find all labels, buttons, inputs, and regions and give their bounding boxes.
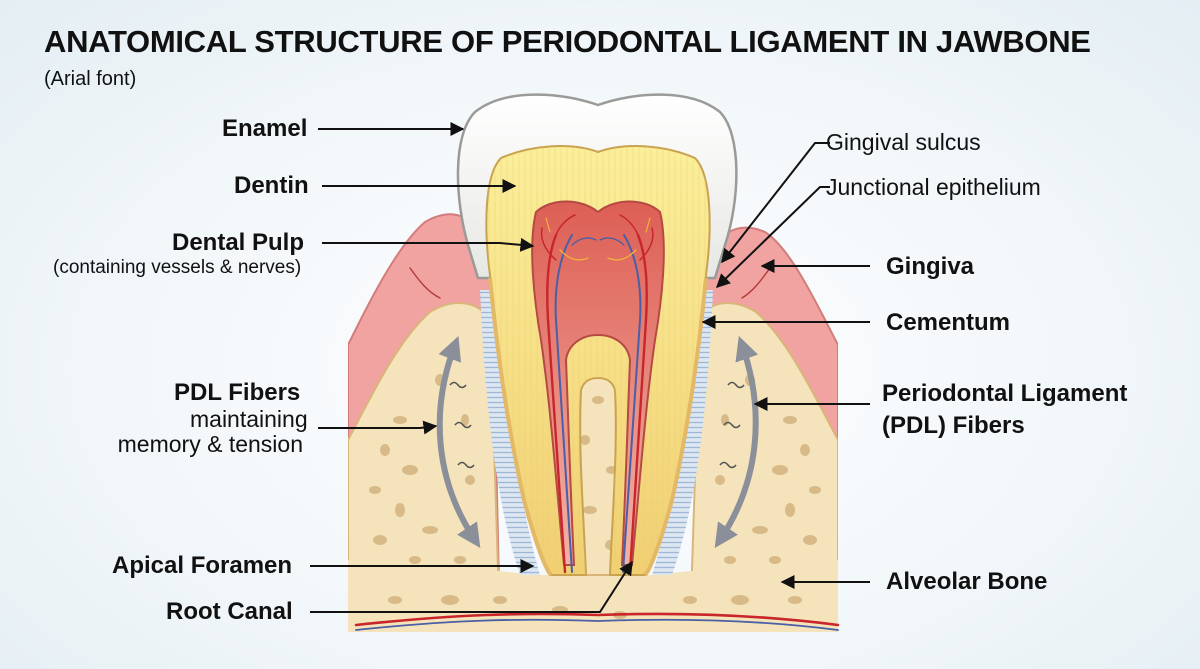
leader-junctional-epithelium: [715, 186, 830, 288]
label-enamel: Enamel: [222, 115, 308, 142]
label-pdl-right-2: (PDL) Fibers: [882, 412, 1025, 439]
leader-dental-pulp: [322, 237, 535, 252]
label-cementum: Cementum: [886, 309, 1011, 336]
label-pdl-fibers-note-2: memory & tension: [117, 431, 303, 457]
label-gingival-sulcus: Gingival sulcus: [826, 129, 981, 155]
tension-arrows: [436, 335, 759, 548]
label-gingiva: Gingiva: [886, 253, 975, 280]
leader-pdl-fibers: [318, 420, 438, 435]
label-pdl-fibers-note-1: maintaining: [190, 406, 308, 432]
fiber-squiggles: [449, 381, 745, 469]
label-alveolar-bone: Alveolar Bone: [886, 568, 1048, 595]
leader-root-canal: [310, 560, 633, 613]
label-junctional-epithelium: Junctional epithelium: [826, 174, 1041, 200]
label-dental-pulp-note: (containing vessels & nerves): [53, 257, 302, 278]
page-title: ANATOMICAL STRUCTURE OF PERIODONTAL LIGA…: [44, 24, 1091, 59]
label-dental-pulp: Dental Pulp: [172, 229, 305, 256]
label-pdl-right-1: Periodontal Ligament: [882, 380, 1128, 407]
cementum-left: [488, 277, 553, 577]
vessels: [354, 214, 840, 631]
label-root-canal: Root Canal: [166, 598, 293, 625]
label-apical-foramen: Apical Foramen: [112, 552, 293, 579]
cementum-right: [643, 277, 708, 577]
leader-lines: [310, 122, 870, 613]
leader-gingival-sulcus: [721, 142, 830, 264]
label-dentin: Dentin: [234, 172, 309, 199]
label-pdl-fibers: PDL Fibers: [174, 379, 301, 406]
page-subtitle: (Arial font): [44, 68, 137, 90]
